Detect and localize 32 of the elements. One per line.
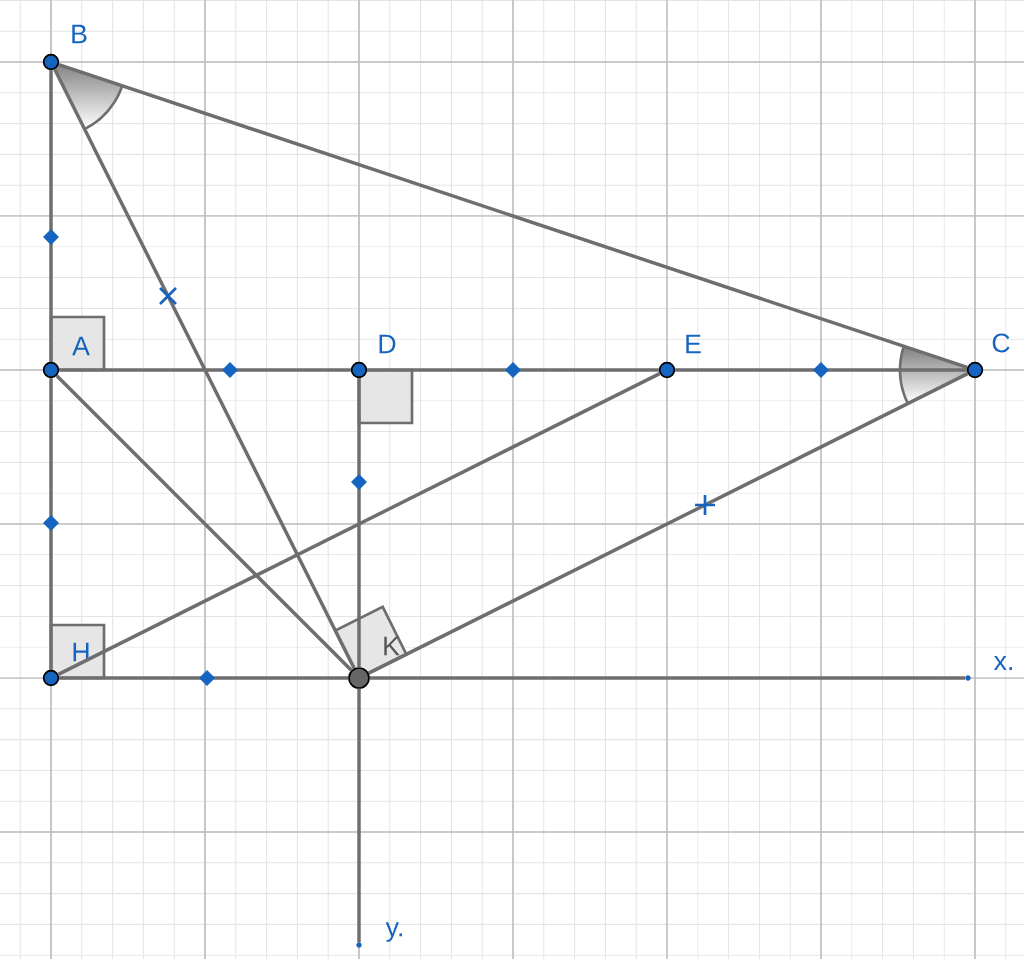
node-label: E bbox=[686, 334, 701, 354]
segment bbox=[49, 378, 53, 670]
segment bbox=[357, 378, 361, 668]
point: B bbox=[42, 24, 87, 71]
segment bbox=[357, 688, 361, 943]
point: A bbox=[42, 336, 90, 379]
node-label: D bbox=[379, 334, 396, 354]
segment bbox=[58, 62, 968, 370]
node-label: H bbox=[73, 642, 89, 662]
point: E bbox=[658, 334, 701, 379]
point: C bbox=[966, 333, 1010, 379]
point: K bbox=[348, 636, 400, 689]
node-label: K bbox=[384, 636, 400, 656]
node-label: A bbox=[72, 336, 90, 356]
point: D bbox=[350, 334, 396, 379]
node-label: y. bbox=[385, 922, 402, 942]
segment bbox=[59, 676, 349, 680]
segment bbox=[367, 368, 659, 372]
point: H bbox=[42, 642, 89, 687]
segment bbox=[53, 68, 356, 670]
segment bbox=[369, 676, 966, 680]
segment bbox=[55, 374, 353, 672]
node-label: C bbox=[992, 333, 1010, 353]
point: x. bbox=[965, 655, 1012, 681]
node-label: B bbox=[72, 24, 87, 44]
segment bbox=[367, 372, 969, 675]
point: y. bbox=[356, 922, 402, 948]
segment bbox=[49, 70, 53, 362]
segment bbox=[59, 368, 351, 372]
segment bbox=[57, 372, 661, 676]
segment bbox=[675, 368, 967, 372]
node-label: x. bbox=[993, 655, 1012, 671]
